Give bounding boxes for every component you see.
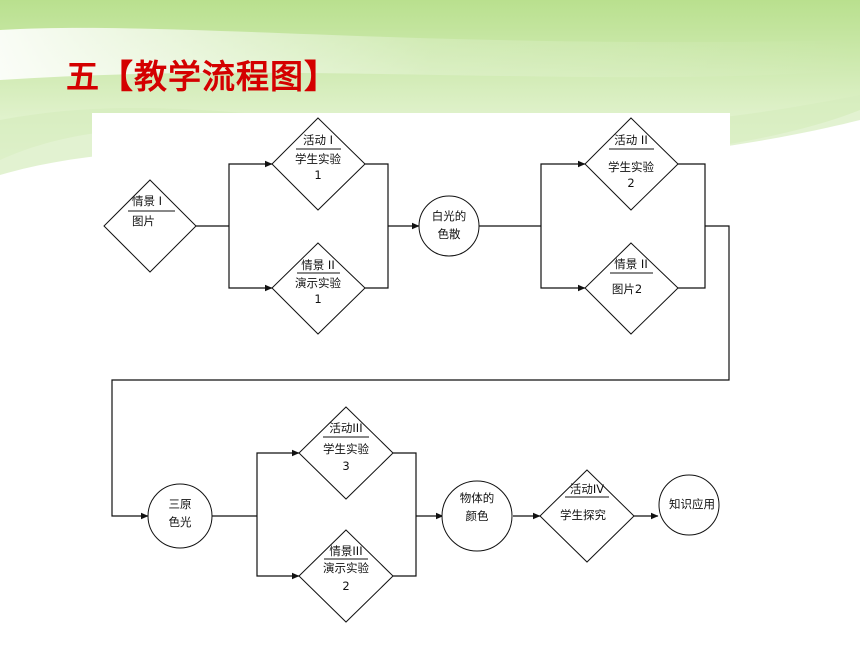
node-scene2b: 情景 II 图片2: [584, 242, 679, 335]
edge-scene3-merge: [393, 516, 417, 577]
node-activity3-line1: 活动III: [329, 421, 362, 435]
edge-activity2-merge: [678, 163, 706, 226]
edge-activity1-merge: [365, 163, 389, 226]
node-scene2a-line1: 情景 II: [301, 258, 334, 272]
node-activity4: 活动IV 学生探究: [539, 469, 635, 563]
flow-edges: [111, 160, 730, 580]
slide-title: 五【教学流程图】: [66, 57, 338, 96]
node-activity3: 活动III 学生实验 3: [298, 406, 394, 500]
edge-split-scene3: [256, 516, 300, 580]
node-primary-line2: 色光: [169, 515, 192, 529]
node-primary: 三原 色光: [147, 483, 213, 549]
node-activity3-line3: 3: [342, 459, 349, 473]
node-activity1: 活动 I 学生实验 1: [271, 117, 366, 211]
node-apply: 知识应用: [658, 474, 720, 536]
node-activity4-line2: 学生探究: [560, 508, 606, 522]
edge-scene2b-merge: [678, 226, 706, 289]
node-activity2: 活动 II 学生实验 2: [584, 117, 679, 211]
node-activity4-line1: 活动IV: [570, 482, 604, 496]
node-scene2b-line2: 图片2: [612, 282, 642, 296]
node-scene1: 情景 I 图片: [103, 179, 197, 273]
node-activity2-line3: 2: [627, 176, 634, 190]
edge-row-connector: [111, 225, 730, 520]
node-activity1-line2: 学生实验: [295, 152, 341, 166]
edge-activity3-merge: [393, 452, 417, 516]
node-activity1-line1: 活动 I: [303, 133, 333, 147]
node-activity2-line2: 学生实验: [608, 160, 654, 174]
node-apply-line1: 知识应用: [669, 497, 715, 511]
node-scene2a-line2: 演示实验: [295, 276, 341, 290]
node-scene3-line1: 情景III: [329, 544, 362, 558]
node-objcolor-line1: 物体的: [460, 491, 495, 505]
node-scene1-line2: 图片: [132, 214, 155, 228]
node-dispersion-line1: 白光的: [432, 209, 467, 223]
node-scene3-line3: 2: [342, 579, 349, 593]
edge-scene2a-merge: [365, 226, 389, 289]
node-activity1-line3: 1: [314, 168, 321, 182]
edge-split-activity2: [540, 160, 586, 226]
node-scene2a-line3: 1: [314, 292, 321, 306]
node-primary-line1: 三原: [169, 497, 192, 511]
node-objcolor: 物体的 颜色: [441, 480, 513, 552]
node-scene3-line2: 演示实验: [323, 561, 369, 575]
node-objcolor-line2: 颜色: [466, 509, 489, 523]
node-scene2b-line1: 情景 II: [614, 257, 647, 271]
node-dispersion: 白光的 色散: [418, 195, 480, 257]
edge-split-scene2b: [540, 226, 586, 292]
node-dispersion-line2: 色散: [438, 227, 461, 241]
edge-split-scene2a: [228, 226, 273, 292]
node-activity3-line2: 学生实验: [323, 442, 369, 456]
node-scene1-line1: 情景 I: [132, 194, 162, 208]
node-scene3: 情景III 演示实验 2: [298, 529, 394, 623]
node-scene2a: 情景 II 演示实验 1: [271, 242, 366, 335]
edge-split-activity3: [256, 449, 300, 516]
node-activity2-line1: 活动 II: [614, 133, 647, 147]
edge-split-activity1: [228, 160, 273, 226]
